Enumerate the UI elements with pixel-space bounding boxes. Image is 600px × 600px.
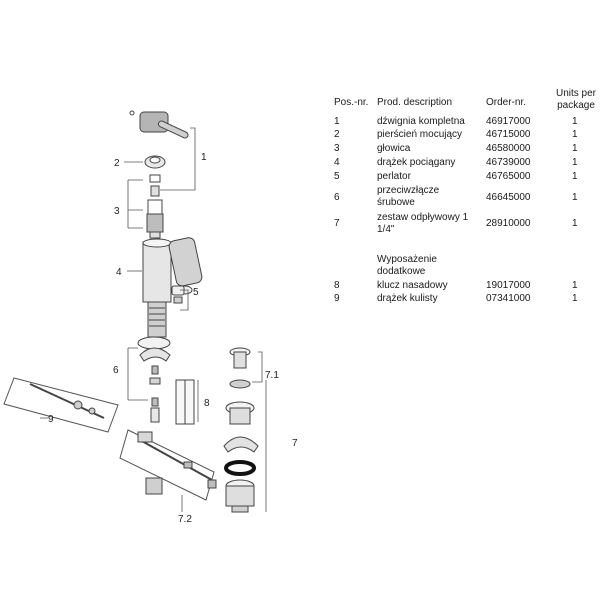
exploded-view-diagram: 1 2 3 4 5 6 7 7.1 7.2 8 9 [3,110,298,525]
callout-5: 5 [193,287,199,298]
callout-4: 4 [116,267,122,278]
aerator-part [171,285,185,304]
callout-7-2: 7.2 [178,514,192,525]
header-pos: Pos.-nr. [334,97,369,108]
header-units-per-package: Units per package [555,88,596,111]
header-order-number: Order-nr. [486,97,527,108]
callout-7-1: 7.1 [265,370,279,381]
clamping-ring-part [144,155,166,169]
socket-wrench-part [175,379,195,425]
waste-linkage-part [119,429,217,501]
callout-9: 9 [48,414,54,425]
ball-rod-part [3,377,119,433]
mounting-set-part [137,336,171,423]
callout-2: 2 [114,158,120,169]
callout-6: 6 [113,365,119,376]
header-description: Prod. description [377,97,453,108]
callout-3: 3 [114,206,120,217]
lever-part [129,110,189,139]
callout-7: 7 [292,438,298,449]
accessories-heading: Wyposażenie dodatkowe [377,254,437,277]
callout-1: 1 [201,152,207,163]
callout-8: 8 [204,398,210,409]
cartridge-part [146,174,164,239]
faucet-body-part [142,237,203,338]
waste-assembly-part [223,347,259,513]
